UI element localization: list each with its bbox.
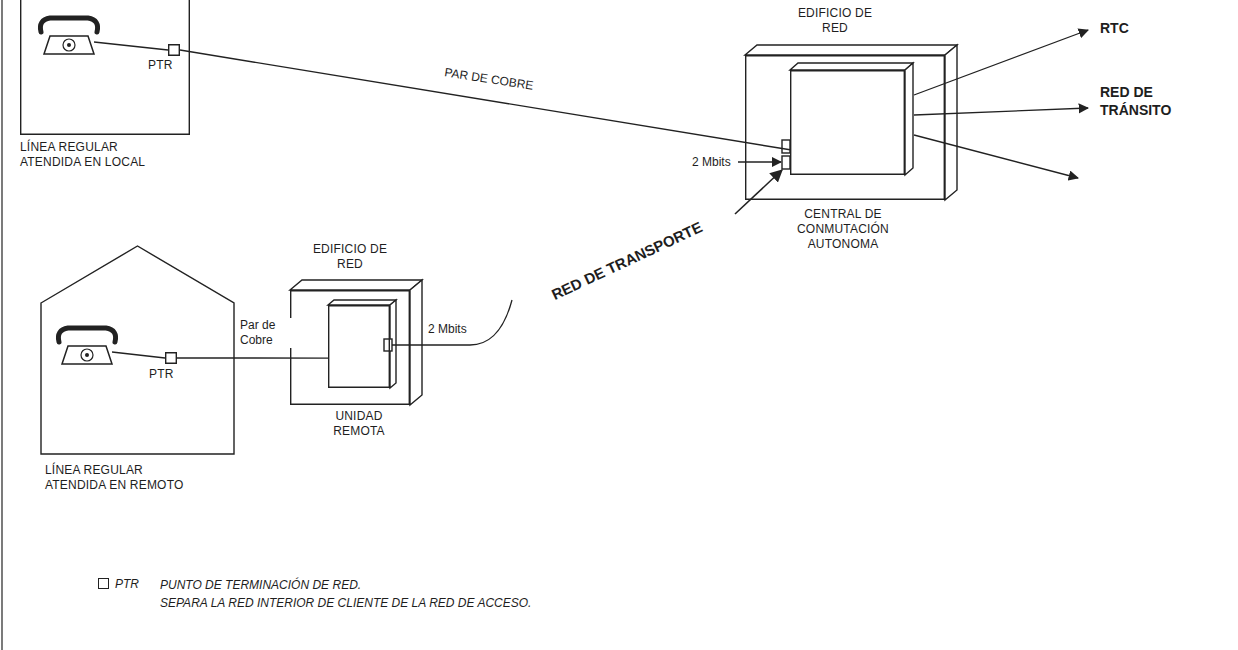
- bitrate-label: 2 Mbits: [428, 322, 467, 337]
- frame-line: [1, 0, 2, 650]
- telephone-icon: [40, 18, 97, 54]
- network-name: RTC: [1100, 20, 1129, 38]
- house-shape: [40, 245, 235, 455]
- legend-note: PUNTO DE TERMINACIÓN DE RED.: [160, 578, 361, 593]
- network-name: RED DE TRANSPORTE: [549, 218, 706, 304]
- telephone-icon: [58, 328, 115, 364]
- switching-unit: CENTRAL DE CONMUTACIÓN AUTONOMA: [790, 70, 905, 175]
- node-caption: LÍNEA REGULAR ATENDIDA EN REMOTO: [45, 463, 205, 493]
- network-building: CENTRAL DE CONMUTACIÓN AUTONOMAEDIFICIO …: [745, 55, 945, 200]
- legend-row: PTR: [98, 577, 139, 592]
- phone-cord: [94, 42, 168, 50]
- building-depth: [745, 45, 957, 200]
- ptr-box: PTR: [168, 44, 180, 56]
- node-caption: PTR: [149, 367, 161, 382]
- edge-label: PAR DE COBRE: [441, 65, 536, 94]
- input-arrow: [738, 161, 781, 162]
- node-caption: LÍNEA REGULAR ATENDIDA EN LOCAL: [20, 140, 165, 170]
- input-arrow: [735, 170, 782, 214]
- copper-pair: [177, 357, 328, 359]
- legend-note: SEPARA LA RED INTERIOR DE CLIENTE DE LA …: [160, 596, 531, 611]
- node-caption: PTR: [148, 58, 160, 73]
- output-arrow: [914, 30, 1088, 95]
- output-arrow: [914, 135, 1078, 178]
- edge-label: Par de Cobre: [238, 318, 292, 348]
- remote-unit: UNIDAD REMOTA: [328, 305, 390, 388]
- ptr-box: PTR: [165, 352, 177, 364]
- node-caption: EDIFICIO DE RED: [305, 242, 395, 272]
- building-outline: PTRLÍNEA REGULAR ATENDIDA EN LOCAL: [20, 0, 190, 135]
- node-caption: UNIDAD REMOTA: [316, 409, 402, 439]
- node-caption: CENTRAL DE CONMUTACIÓN AUTONOMA: [778, 207, 908, 252]
- building-depth: [290, 280, 422, 405]
- phone-cord: [112, 352, 165, 358]
- bitrate-label: 2 Mbits: [692, 155, 731, 170]
- house-outline: PTRLÍNEA REGULAR ATENDIDA EN REMOTO: [40, 245, 235, 455]
- output-arrow: [914, 108, 1088, 115]
- network-building: UNIDAD REMOTAEDIFICIO DE RED: [290, 290, 410, 405]
- house-outline: [41, 246, 234, 454]
- legend-swatch: [98, 578, 109, 589]
- node-caption: EDIFICIO DE RED: [790, 6, 880, 36]
- legend-text: PTR: [115, 577, 139, 591]
- copper-pair: [180, 50, 790, 150]
- transport-link: [392, 300, 512, 345]
- network-name: RED DE TRÁNSITO: [1100, 84, 1210, 119]
